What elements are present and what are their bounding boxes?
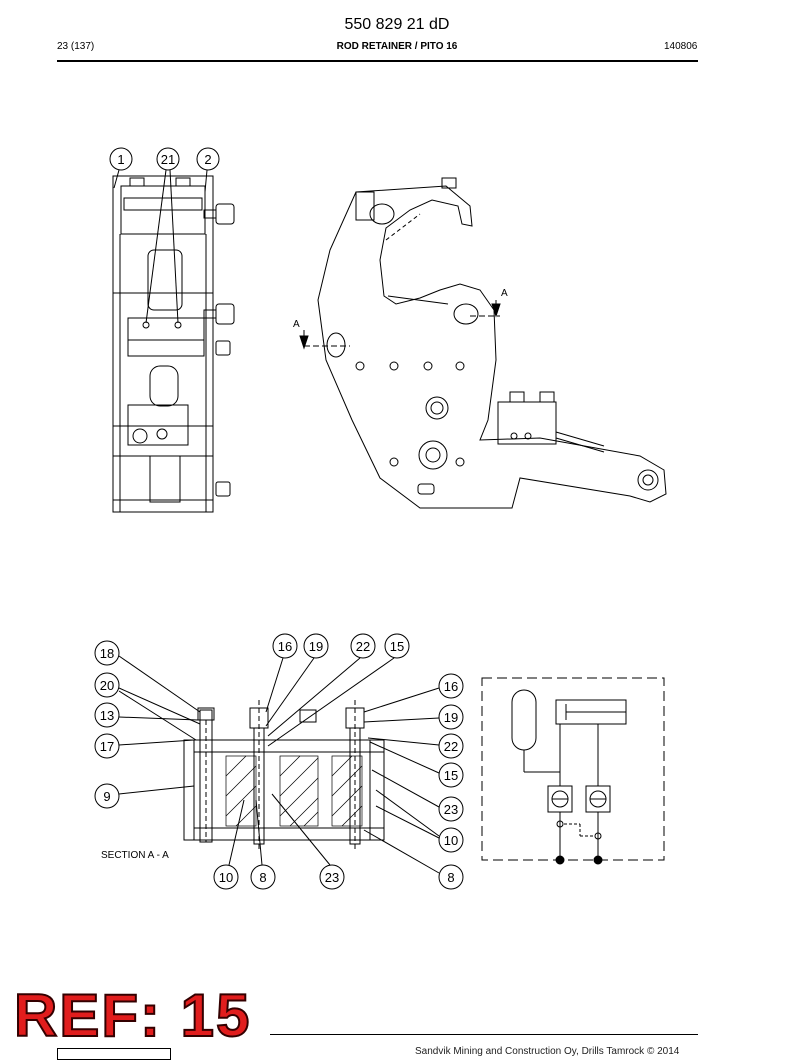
ref-stamp: REF: 15 xyxy=(13,982,252,1049)
callout-top-1: 1 xyxy=(117,152,124,167)
front-view xyxy=(299,177,667,509)
date-code: 140806 xyxy=(664,41,698,52)
footer-rule xyxy=(270,1034,698,1035)
callout-bottom-2: 8 xyxy=(259,870,266,885)
page-number: 23 (137) xyxy=(57,41,95,52)
callout-left-3: 13 xyxy=(100,708,114,723)
callout-right-1: 16 xyxy=(444,679,458,694)
section-mark-right: A xyxy=(501,288,508,299)
callout-left-1: 18 xyxy=(100,646,114,661)
hydraulic-schematic xyxy=(481,677,665,865)
side-view xyxy=(112,175,235,513)
section-callouts xyxy=(94,633,464,890)
callout-bottom-3: 23 xyxy=(325,870,339,885)
section-view xyxy=(183,700,385,850)
callout-right-3: 22 xyxy=(444,739,458,754)
section-label: SECTION A - A xyxy=(101,850,169,861)
top-callouts xyxy=(109,147,220,324)
callout-upper-1: 16 xyxy=(278,639,292,654)
header-rule xyxy=(57,60,698,62)
callout-top-3: 2 xyxy=(204,152,211,167)
document-number: 550 829 21 dD xyxy=(344,16,450,33)
callout-left-4: 17 xyxy=(100,739,114,754)
callout-upper-3: 22 xyxy=(356,639,370,654)
callout-right-4: 15 xyxy=(444,768,458,783)
footer-copyright: Sandvik Mining and Construction Oy, Dril… xyxy=(415,1046,680,1057)
callout-left-2: 20 xyxy=(100,678,114,693)
callout-upper-4: 15 xyxy=(390,639,404,654)
callout-left-5: 9 xyxy=(103,789,110,804)
callout-top-2: 21 xyxy=(161,152,175,167)
callout-right-5: 23 xyxy=(444,802,458,817)
callout-upper-2: 19 xyxy=(309,639,323,654)
page-title: ROD RETAINER / PITO 16 xyxy=(336,41,458,52)
callout-right-6: 10 xyxy=(444,833,458,848)
footer-logo-box xyxy=(57,1048,171,1060)
section-mark-left: A xyxy=(293,319,300,330)
callout-right-2: 19 xyxy=(444,710,458,725)
callout-labels: 1 21 2 18 20 13 17 9 16 19 22 15 16 19 2… xyxy=(100,152,458,885)
callout-right-7: 8 xyxy=(447,870,454,885)
callout-bottom-1: 10 xyxy=(219,870,233,885)
